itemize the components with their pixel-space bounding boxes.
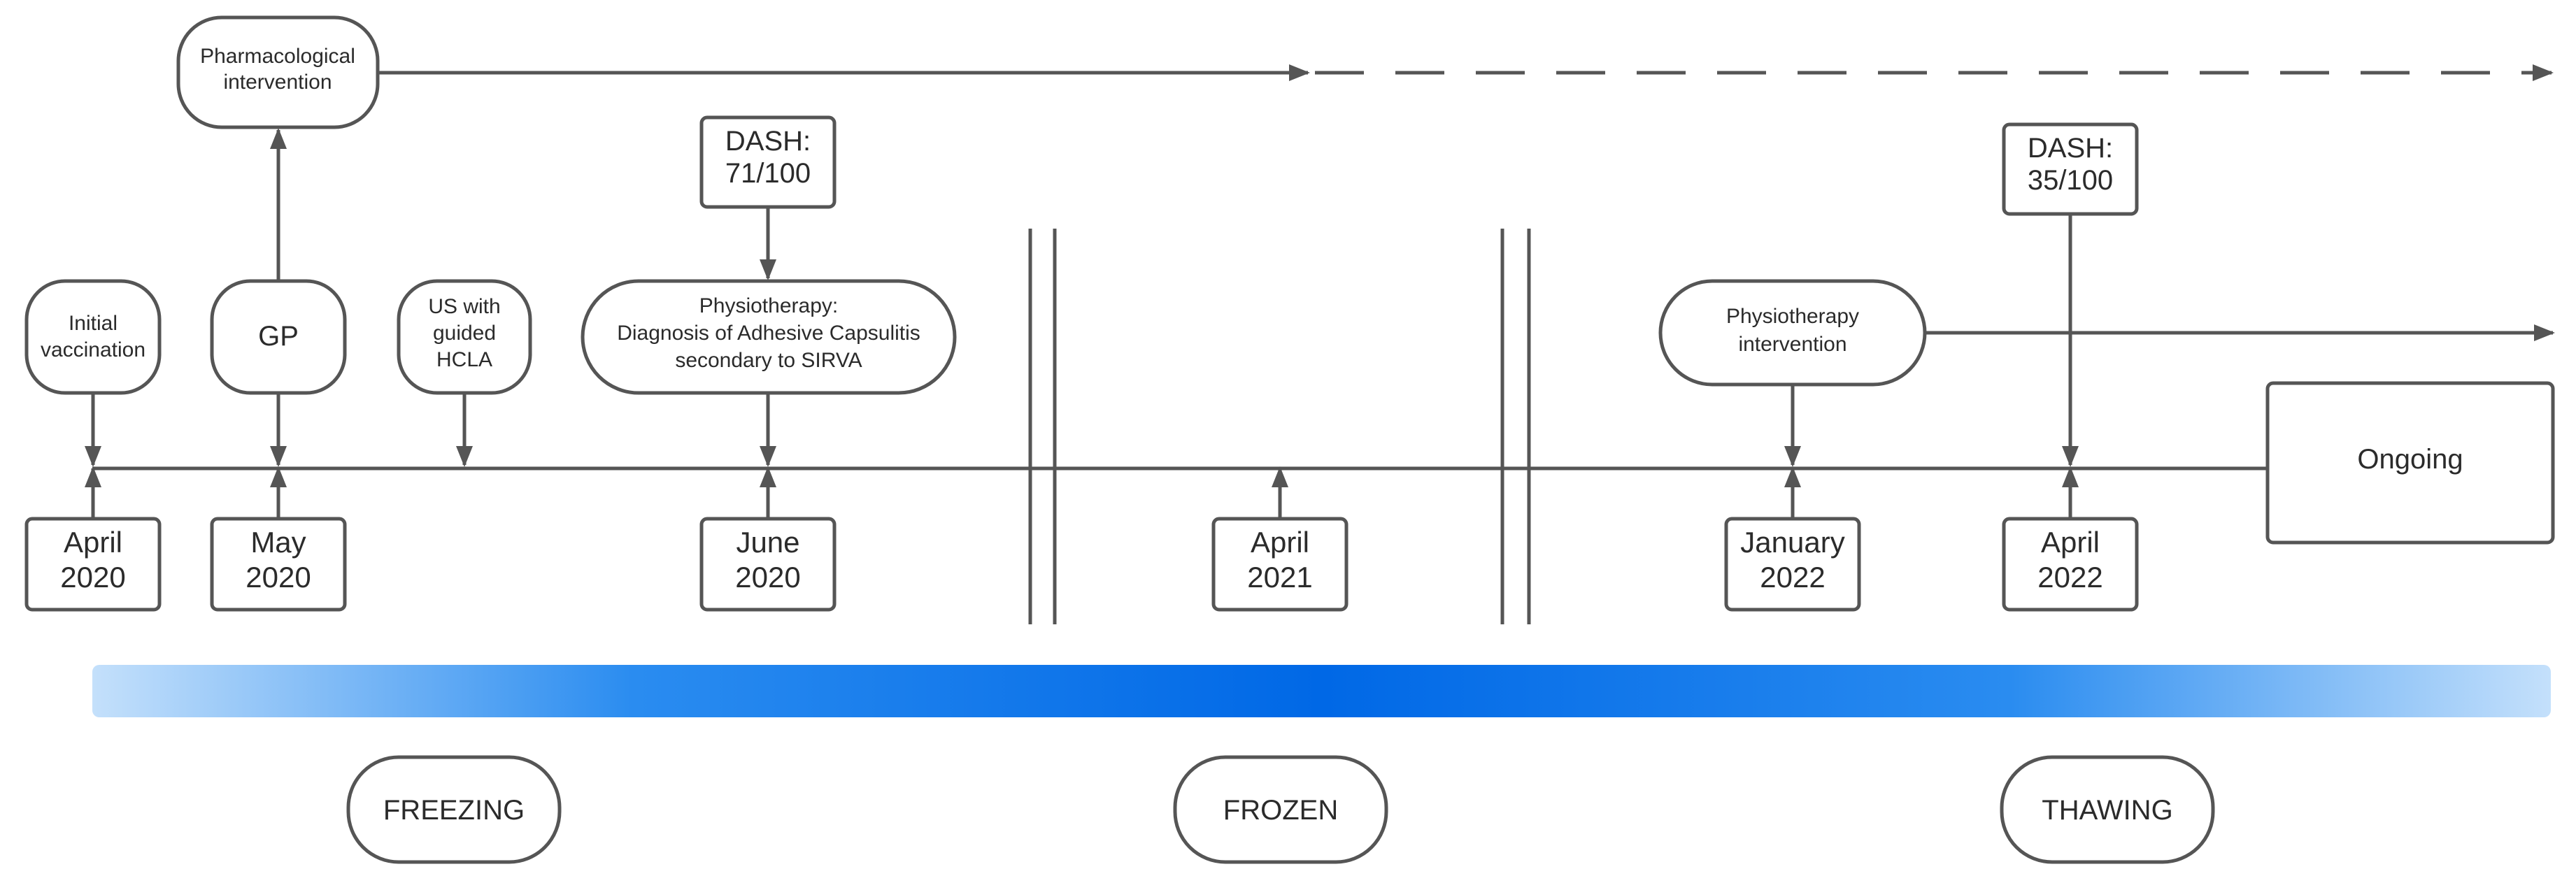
event-physio-diagnosis-line-1: Physiotherapy: [699, 294, 838, 317]
date-april-2021-month: April [1251, 526, 1309, 559]
event-physio-diagnosis-line-3: secondary to SIRVA [675, 349, 862, 372]
date-june-2020-year: 2020 [735, 561, 800, 594]
date-april-2020-year: 2020 [60, 561, 125, 594]
timeline-break-2 [1500, 229, 1531, 624]
event-ongoing-label: Ongoing [2357, 444, 2463, 475]
date-april-2022-month: April [2041, 526, 2100, 559]
event-initial-vaccination-line-2: vaccination [41, 338, 145, 361]
phase-thawing: THAWING [2000, 755, 2215, 864]
event-gp: GP [210, 279, 347, 395]
date-april-2021: April 2021 [1211, 466, 1349, 612]
phase-freezing: FREEZING [346, 755, 562, 864]
date-january-2022: January 2022 [1724, 466, 1861, 612]
dash-june-2020-label: DASH: [725, 126, 811, 157]
event-physiotherapy-diagnosis: Physiotherapy: Diagnosis of Adhesive Cap… [581, 279, 957, 395]
dash-april-2022-label: DASH: [2028, 133, 2113, 164]
event-pharmacological-line-2: intervention [223, 71, 332, 94]
date-april-2022-year: 2022 [2037, 561, 2102, 594]
event-initial-vaccination: Initial vaccination [24, 279, 162, 395]
event-ongoing: Ongoing [2265, 381, 2555, 545]
score-dash-june-2020: DASH: 71/100 [699, 115, 837, 209]
phase-thawing-label: THAWING [2042, 795, 2172, 826]
event-us-hcla-line-2: guided [433, 322, 496, 345]
date-april-2020: April 2020 [24, 466, 162, 612]
phase-frozen-label: FROZEN [1223, 795, 1338, 826]
event-us-hcla-line-3: HCLA [436, 348, 492, 371]
event-physio-intervention-line-2: intervention [1738, 333, 1846, 356]
event-us-hcla-line-1: US with [428, 295, 500, 318]
event-physio-diagnosis-line-2: Diagnosis of Adhesive Capsulitis [617, 322, 920, 345]
score-dash-april-2022: DASH: 35/100 [2002, 122, 2139, 216]
date-may-2020-month: May [250, 526, 306, 559]
date-january-2022-year: 2022 [1760, 561, 1825, 594]
date-june-2020-month: June [736, 526, 799, 559]
date-june-2020: June 2020 [699, 466, 837, 612]
phase-gradient-bar [92, 665, 2551, 717]
date-april-2022: April 2022 [2002, 466, 2139, 612]
event-gp-label: GP [258, 321, 299, 352]
dash-june-2020-value: 71/100 [725, 158, 811, 189]
event-us-guided-hcla: US with guided HCLA [397, 279, 532, 395]
event-physiotherapy-intervention: Physiotherapy intervention [1658, 279, 1927, 387]
event-pharmacological-intervention: Pharmacological intervention [176, 15, 380, 129]
timeline-break-1 [1028, 229, 1057, 624]
event-pharmacological-line-1: Pharmacological [200, 45, 355, 68]
event-physio-intervention-line-1: Physiotherapy [1726, 305, 1859, 328]
date-january-2022-month: January [1740, 526, 1844, 559]
date-may-2020-year: 2020 [245, 561, 311, 594]
date-april-2020-month: April [64, 526, 122, 559]
date-may-2020: May 2020 [210, 466, 347, 612]
dash-april-2022-value: 35/100 [2028, 165, 2113, 196]
phase-freezing-label: FREEZING [383, 795, 525, 826]
phase-frozen: FROZEN [1173, 755, 1388, 864]
date-april-2021-year: 2021 [1247, 561, 1312, 594]
event-initial-vaccination-line-1: Initial [69, 312, 118, 335]
